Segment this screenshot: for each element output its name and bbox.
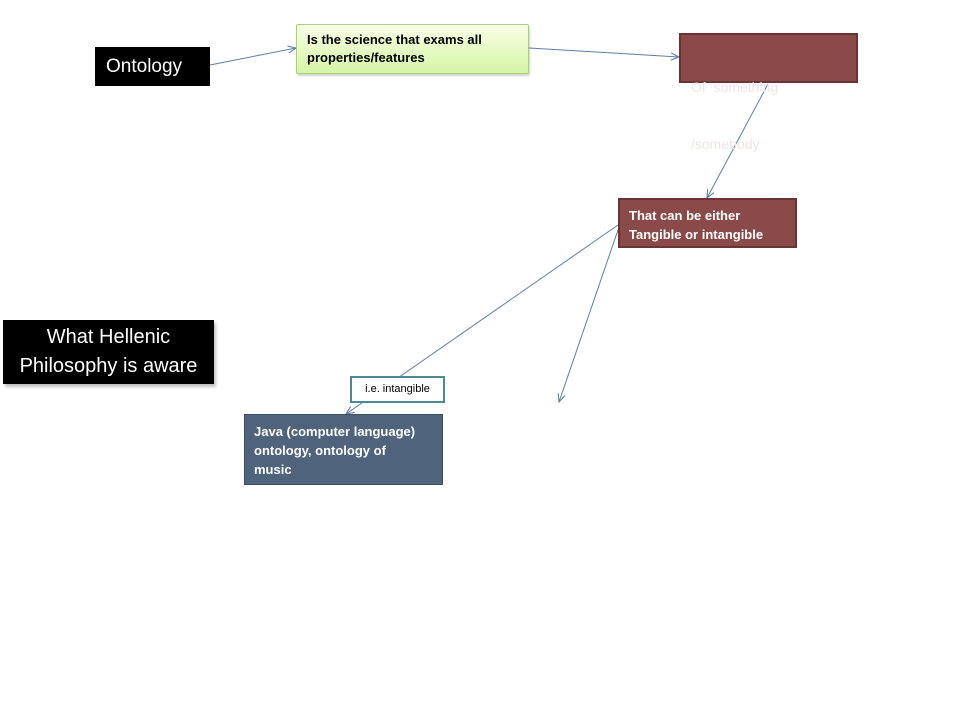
tangible-or-intangible-line-1: That can be either: [629, 208, 741, 223]
arrow-science-to-something: [528, 47, 679, 57]
of-something-line-1: Of something: [691, 79, 779, 95]
hellenic-philosophy-line-2: Philosophy is aware: [19, 355, 198, 377]
arrow-either-to-tangible: [559, 229, 619, 402]
science-definition-node: Is the science that exams all properties…: [296, 24, 529, 74]
of-something-line-2: /somebody: [691, 136, 760, 152]
intangible-edge-label-text: i.e. intangible: [365, 383, 430, 395]
intangible-edge-label: i.e. intangible: [350, 376, 445, 403]
ontology-node-text: Ontology: [106, 56, 183, 77]
java-ontology-line-2: ontology, ontology of: [254, 443, 386, 458]
tangible-or-intangible-line-2: Tangible or intangible: [629, 227, 764, 242]
arrow-ontology-to-science: [209, 48, 296, 66]
science-definition-line-2: properties/features: [307, 50, 425, 65]
java-ontology-node: Java (computer language) ontology, ontol…: [244, 414, 443, 485]
science-definition-line-1: Is the science that exams all: [307, 32, 482, 47]
of-something-node: Of something /somebody: [679, 33, 858, 152]
tangible-or-intangible-node: That can be either Tangible or intangibl…: [618, 198, 797, 248]
java-ontology-line-3: music: [254, 462, 292, 477]
ontology-node: Ontology: [95, 47, 210, 86]
java-ontology-line-1: Java (computer language): [254, 424, 416, 439]
hellenic-philosophy-node: What Hellenic Philosophy is aware: [3, 320, 214, 384]
hellenic-philosophy-line-1: What Hellenic: [46, 326, 171, 348]
